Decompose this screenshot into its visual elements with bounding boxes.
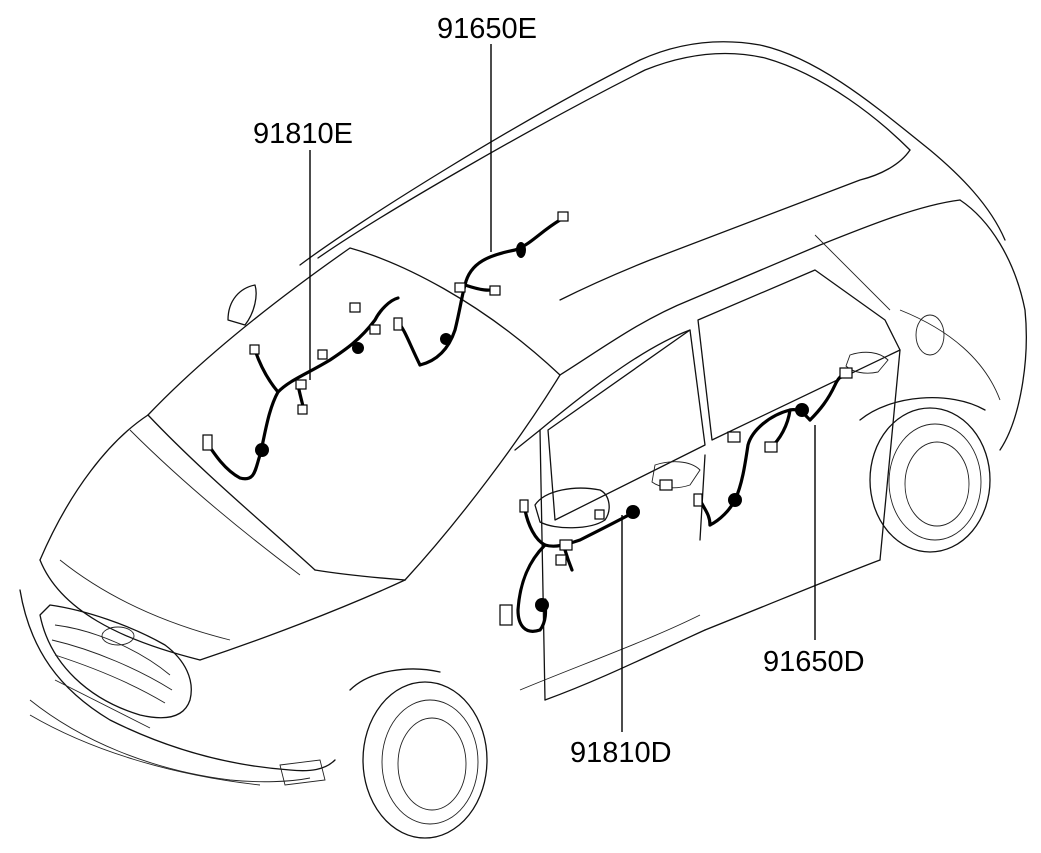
harness-roof-front xyxy=(202,296,400,481)
harness-roof-rear xyxy=(393,211,569,367)
harness-front-door xyxy=(499,499,640,633)
harness-rear-door xyxy=(659,367,853,527)
label-91650D: 91650D xyxy=(763,646,865,678)
label-91810E: 91810E xyxy=(253,118,353,150)
car-body xyxy=(19,41,1027,839)
label-91650E: 91650E xyxy=(437,13,537,45)
part-labels: 91650E 91810E 91650D 91810D xyxy=(253,13,865,769)
leader-lines xyxy=(309,44,816,732)
label-91810D: 91810D xyxy=(570,737,672,769)
